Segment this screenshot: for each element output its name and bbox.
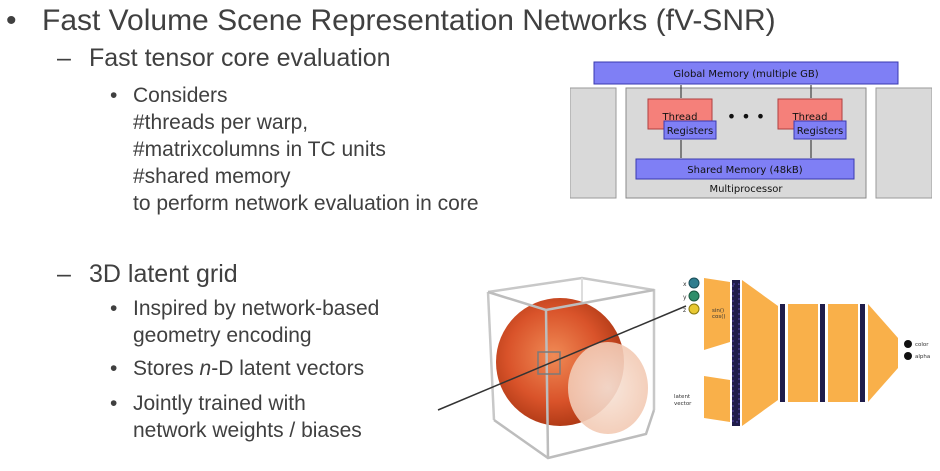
- sample-ray: [437, 305, 687, 411]
- output-label-color: color: [915, 342, 929, 348]
- shared-memory-label: Shared Memory (48kB): [687, 165, 803, 176]
- item2-text: Stores n-D latent vectors: [133, 355, 364, 382]
- concat-column: [732, 280, 740, 426]
- registers-label-right: Registers: [797, 126, 843, 137]
- activation-1: [780, 304, 785, 402]
- item2-em: n: [199, 357, 212, 380]
- input-node-x: [688, 277, 700, 289]
- item1-line-2: geometry encoding: [133, 324, 312, 347]
- activation-2: [820, 304, 825, 402]
- registers-box-right: [793, 120, 847, 140]
- considers-bullet: •: [110, 84, 118, 107]
- registers-box-left: [663, 120, 717, 140]
- layer-3: [828, 304, 858, 402]
- title-bullet: •: [6, 4, 17, 37]
- item3-line-1: Jointly trained with: [133, 392, 306, 415]
- global-memory-label: Global Memory (multiple GB): [673, 69, 818, 80]
- latent-cell-box: [537, 351, 561, 375]
- activation-3: [860, 304, 865, 402]
- output-label-alpha: alpha: [915, 354, 930, 360]
- item1-bullet: •: [110, 297, 118, 320]
- output-node-color: [904, 340, 912, 348]
- global-memory-bar: [593, 61, 899, 85]
- multiprocessor-label: Multiprocessor: [709, 184, 783, 195]
- input-node-y: [688, 290, 700, 302]
- positional-encoding-block: [704, 278, 730, 350]
- considers-line-1: #threads per warp,: [133, 111, 309, 134]
- considers-label: Considers: [133, 84, 228, 107]
- latent-grid-volume-render: [437, 276, 687, 460]
- left-multiprocessor-block: [570, 87, 617, 199]
- cube-back-edges: [487, 276, 656, 410]
- slide-title: Fast Volume Scene Representation Network…: [42, 4, 776, 37]
- cos-label: cos(): [712, 314, 726, 320]
- item2-bullet: •: [110, 357, 118, 380]
- section1-heading: Fast tensor core evaluation: [89, 44, 391, 72]
- thread-label-right: Thread: [792, 112, 828, 123]
- item2-post: -D latent vectors: [211, 357, 365, 380]
- cube-bottom-front-edges: [493, 409, 656, 460]
- sin-label: sin(): [712, 308, 724, 314]
- item3-bullet: •: [110, 392, 118, 415]
- gpu-memory-diagram: Global Memory (multiple GB) Multiprocess…: [570, 61, 932, 199]
- input-label-y: y: [683, 294, 687, 301]
- item2-pre: Stores: [133, 357, 200, 380]
- shared-memory-bar: [635, 158, 855, 180]
- section2-heading: 3D latent grid: [89, 260, 238, 288]
- cube-front-vertical-edge: [544, 309, 550, 459]
- item3-line-2: network weights / biases: [133, 419, 362, 442]
- concat-column-pattern: [732, 283, 740, 423]
- section1-dash: –: [57, 44, 71, 72]
- section2-dash: –: [57, 260, 71, 288]
- input-node-z: [688, 303, 700, 315]
- latent-label-2: vector: [674, 401, 692, 407]
- output-layer: [868, 304, 898, 402]
- latent-label-1: latent: [674, 394, 691, 400]
- considers-line-3: #shared memory: [133, 165, 291, 188]
- network-architecture-diagram: x y z sin() cos() latent vector color al…: [674, 277, 930, 426]
- cube-left-back-edge: [486, 291, 496, 421]
- registers-label-left: Registers: [667, 126, 713, 137]
- layer-1: [742, 280, 778, 426]
- right-multiprocessor-block: [875, 87, 932, 199]
- item1-line-1: Inspired by network-based: [133, 297, 380, 320]
- input-label-x: x: [683, 281, 687, 288]
- latent-input-block: [704, 376, 730, 422]
- considers-line-2: #matrixcolumns in TC units: [133, 138, 386, 161]
- thread-label-left: Thread: [662, 112, 698, 123]
- layer-2: [788, 304, 818, 402]
- volume-wisps: [568, 342, 648, 434]
- input-label-z: z: [683, 307, 686, 314]
- thread-ellipsis: • • •: [727, 107, 765, 126]
- considers-line-4: to perform network evaluation in core: [133, 192, 479, 215]
- output-node-alpha: [904, 352, 912, 360]
